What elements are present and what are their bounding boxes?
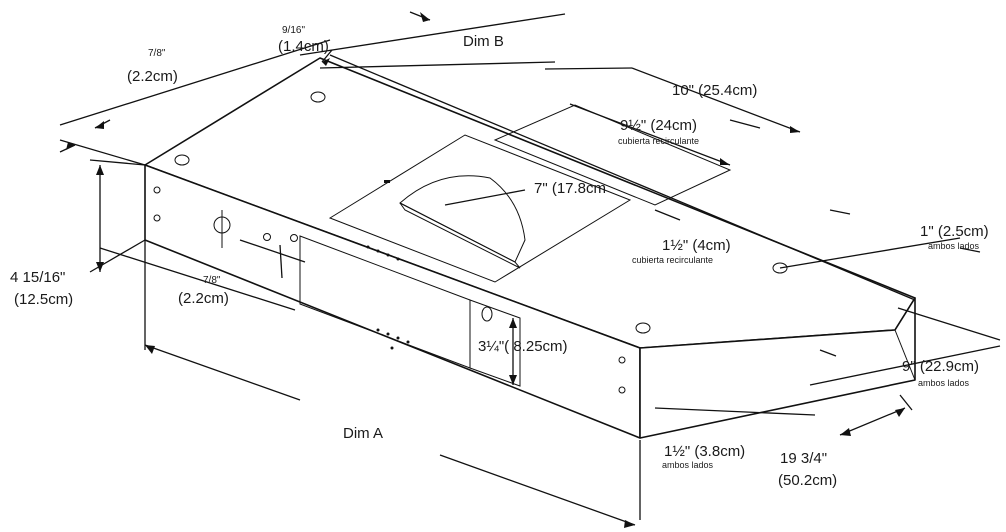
duct-opening-outline xyxy=(328,134,632,283)
one-inch-label: 1" (2.5cm) xyxy=(920,223,989,240)
dim-b-extension xyxy=(299,13,566,56)
control-dots xyxy=(366,245,410,350)
nine-inch-label: 9" (22.9cm) xyxy=(902,358,979,375)
keyhole-slots xyxy=(174,91,788,334)
twelve-five-label: (12.5cm) xyxy=(14,291,73,308)
electrical-knockout xyxy=(213,210,298,248)
one-point-four-label: (1.4cm) xyxy=(278,38,329,55)
one-half-three-eight-label: 1½" (3.8cm) xyxy=(664,443,745,460)
switch-knob-icon xyxy=(481,306,493,322)
ten-inch-label: 10" (25.4cm) xyxy=(672,82,757,99)
fifty-point-two-label: (50.2cm) xyxy=(778,472,837,489)
nine-sixteenths-label: 9/16" xyxy=(282,25,305,36)
hood-side-face xyxy=(639,297,916,439)
light-switch-panel xyxy=(469,299,521,387)
nine-half-label: 9½" (24cm) xyxy=(620,117,697,134)
recirculating-cover-label-1: cubierta recirculante xyxy=(618,136,699,146)
recirculating-cover-outline xyxy=(493,104,732,206)
three-quarter-label: 3¼"( 8.25cm) xyxy=(478,338,568,355)
both-sides-label-1: ambos lados xyxy=(928,241,980,251)
seven-eighths-top-label: 7/8" xyxy=(148,48,166,59)
front-screw-holes xyxy=(153,186,626,394)
dim-b-label: Dim B xyxy=(463,33,504,50)
two-point-two-top-label: (2.2cm) xyxy=(127,68,178,85)
seven-inch-label: 7" (17.8cm xyxy=(534,180,606,197)
both-sides-label-3: ambos lados xyxy=(662,460,714,470)
dimension-labels: Dim B 9/16" (1.4cm) 7/8" (2.2cm) 10" (25… xyxy=(10,25,989,489)
dim-a-label: Dim A xyxy=(343,425,383,442)
hood-top-face xyxy=(144,57,916,349)
damper-semicircle xyxy=(399,175,526,263)
one-half-four-label: 1½" (4cm) xyxy=(662,237,731,254)
seven-eighths-side-label: 7/8" xyxy=(203,275,221,286)
hood-body xyxy=(144,57,916,439)
recirculating-cover-label-2: cubierta recirculante xyxy=(632,255,713,265)
damper-base xyxy=(399,202,521,269)
both-sides-label-2: ambos lados xyxy=(918,378,970,388)
arrowheads xyxy=(66,12,905,528)
two-point-two-side-label: (2.2cm) xyxy=(178,290,229,307)
nineteen-three-quarter-label: 19 3/4" xyxy=(780,450,827,467)
four-fifteen-label: 4 15/16" xyxy=(10,269,65,286)
dimension-lines xyxy=(59,11,1001,526)
